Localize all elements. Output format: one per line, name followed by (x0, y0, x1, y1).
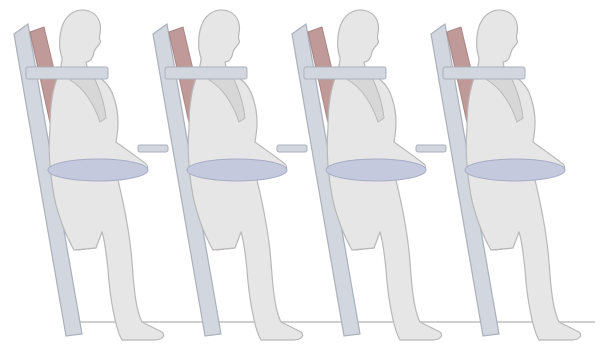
connector-bar (277, 145, 307, 152)
seat-unit-1 (14, 10, 164, 340)
seat-unit-4 (416, 10, 581, 340)
connector-bar (138, 145, 168, 152)
support-bar (165, 67, 247, 79)
seat-unit-3 (277, 10, 442, 340)
support-bar (443, 67, 525, 79)
seat-cushion (465, 159, 565, 181)
support-bar (26, 67, 108, 79)
seat-cushion (326, 159, 426, 181)
seat-unit-2 (138, 10, 303, 340)
connector-bar (416, 145, 446, 152)
seat-cushion (187, 159, 287, 181)
support-bar (304, 67, 386, 79)
seat-cushion (48, 159, 148, 181)
